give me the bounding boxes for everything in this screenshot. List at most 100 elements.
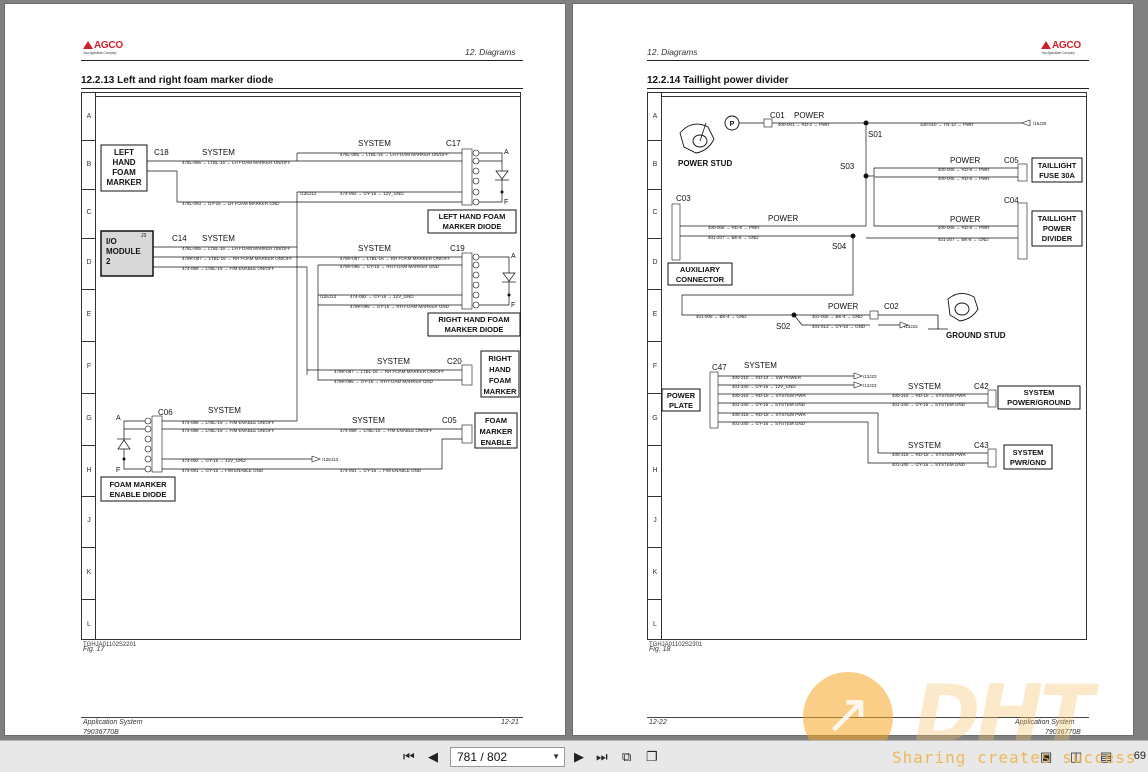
box-text: TAILLIGHT <box>1038 161 1077 170</box>
taillight-fuse-box <box>1031 157 1083 183</box>
export-icon[interactable]: ⧉ <box>622 749 632 764</box>
foam-marker-wiring-diagram: LEFT HAND FOAM MARKER C18 SYSTEM SYSTEM … <box>100 139 521 502</box>
footer-rule <box>81 717 523 718</box>
ground-stud-drawing <box>878 293 979 330</box>
wire-label: 479R-087 → LTBL-16 → RH FOAM MARKER ON/O… <box>334 369 444 374</box>
connector-label: C02 <box>884 302 899 311</box>
box-text: RIGHT HAND FOAM <box>438 315 509 324</box>
row-label: K <box>86 569 92 576</box>
system-label: SYSTEM <box>377 357 410 366</box>
wire-label: 401-340 → GY-16 → SYSTEM GND <box>892 402 966 407</box>
taillight-divider-box <box>1031 210 1083 247</box>
box-text: FUSE 30A <box>1039 171 1075 180</box>
box-text: MARKER <box>480 427 513 436</box>
connector-label: C18 <box>154 148 169 157</box>
box-text: MARKER <box>484 387 517 396</box>
chevron-down-icon[interactable]: ▼ <box>552 752 560 761</box>
system-power-ground-box <box>997 385 1081 410</box>
previous-page-button[interactable]: ◀ <box>428 749 438 764</box>
row-label: B <box>86 161 92 168</box>
power-label: POWER <box>794 111 824 120</box>
single-page-view-icon[interactable]: ▣ <box>1040 749 1053 764</box>
system-label: SYSTEM <box>908 382 941 391</box>
section-rule <box>647 88 1089 89</box>
splice-label: S04 <box>832 242 847 251</box>
power-label: POWER <box>768 214 798 223</box>
pin-label: A <box>116 415 121 422</box>
first-page-button[interactable]: ⏮ <box>403 749 415 764</box>
box-text: MARKER DIODE <box>443 222 502 231</box>
ref-label: /126J13 <box>300 191 317 196</box>
watermark-tagline: Sharing creates success <box>892 748 1137 767</box>
wire-label: 478L-093 → GY-16 → LH FOAM MARKER GND <box>182 201 280 206</box>
box-text: POWER/GROUND <box>1007 398 1071 407</box>
footer-title: Application System <box>83 719 143 726</box>
ref-label: /16J25 <box>1033 121 1047 126</box>
row-label: E <box>86 311 92 318</box>
wire-label: 401-006 → BK-4 → GND <box>696 314 747 319</box>
top-grid-ticks <box>96 93 520 97</box>
connector-label: C04 <box>1004 196 1019 205</box>
left-page: AGCO Your Agriculture Company 12. Diagra… <box>4 3 566 736</box>
power-stud-drawing: P <box>679 115 740 154</box>
chapter-header: 12. Diagrams <box>465 47 516 57</box>
box-text: FOAM MARKER <box>109 480 167 489</box>
header-rule <box>647 60 1089 61</box>
row-label: L <box>653 621 657 628</box>
pin-label: A <box>511 253 516 260</box>
chapter-header: 12. Diagrams <box>647 47 698 57</box>
lh-diode-box <box>427 209 517 234</box>
last-page-button[interactable]: ⏭ <box>596 749 608 764</box>
row-label: L <box>87 621 91 628</box>
system-label: SYSTEM <box>202 148 235 157</box>
header-rule <box>81 60 523 61</box>
wire-label: 401-340 → GY-16 → SYSTEM GND <box>732 402 806 407</box>
row-label: G <box>86 415 92 422</box>
box-text: ENABLE <box>481 438 512 447</box>
next-page-button[interactable]: ▶ <box>574 749 584 764</box>
row-label: E <box>652 311 658 318</box>
wire-label: 401-013 → GY-10 → GND <box>812 324 866 329</box>
wire-label: 400-006 → RD-8 → PWR <box>938 176 990 181</box>
ref-label: /13J23 <box>863 383 877 388</box>
box-text: POWER <box>667 391 696 400</box>
wire-label: 401-207 → BK-8 → GND <box>938 237 989 242</box>
aux-connector-box <box>667 262 733 286</box>
power-symbol: P <box>730 121 735 128</box>
row-label: F <box>652 363 658 370</box>
row-label: J <box>87 517 91 524</box>
two-page-view-icon[interactable]: ◫ <box>1070 749 1083 764</box>
wire-label: 479R-095 → GY-16 → RH FOAM MARKER GND <box>350 304 450 309</box>
wire-label: 474-089 → LTBL-16 → F/M ENABLE ON/OFF <box>340 428 433 433</box>
connector-label: C42 <box>974 382 989 391</box>
footer-doc-number: 79036770B <box>1045 729 1081 736</box>
connector-label: C01 <box>770 111 785 120</box>
box-text: AUXILIARY <box>680 265 720 274</box>
diagram-id: TGHJA01102S2301 <box>649 642 703 648</box>
connector-label: C06 <box>158 408 173 417</box>
taillight-wiring-diagram: P POWER STUD C01 POWER /16J25 400-001 → … <box>661 111 1083 470</box>
wire-label: 400-316 → RD-16 → SYSTEM PWR <box>732 393 807 398</box>
ref-label: /126J13 <box>322 457 339 462</box>
diagram-frame: A B C D E F G H J K L TGHJA01102S2201 <box>81 92 521 648</box>
pin-label: F <box>116 467 120 474</box>
power-plate-box <box>661 388 701 412</box>
splice-label: S01 <box>868 130 883 139</box>
row-label: C <box>86 209 92 216</box>
wire-label: 401-207 → BK-8 → GND <box>708 235 759 240</box>
box-text: TAILLIGHT <box>1038 214 1077 223</box>
row-label: A <box>86 113 92 120</box>
page-number-input[interactable]: 781 / 802 ▼ <box>450 747 565 767</box>
wire-label: 400-001 → RD-2 → PWR <box>778 122 830 127</box>
box-text: PWR/GND <box>1010 458 1047 467</box>
power-label: POWER <box>950 215 980 224</box>
figure-caption: Fig. 18 <box>649 646 671 653</box>
page-number: 12-21 <box>501 719 519 726</box>
copy-icon[interactable]: ❐ <box>646 749 658 764</box>
wire-label: 479R-095 → GY-16 → RH FOAM MARKER GND <box>340 264 440 269</box>
row-label: H <box>652 467 658 474</box>
splice-label: S03 <box>840 162 855 171</box>
continuous-view-icon[interactable]: ▤ <box>1100 749 1113 764</box>
foam-marker-enable-box <box>474 412 518 449</box>
